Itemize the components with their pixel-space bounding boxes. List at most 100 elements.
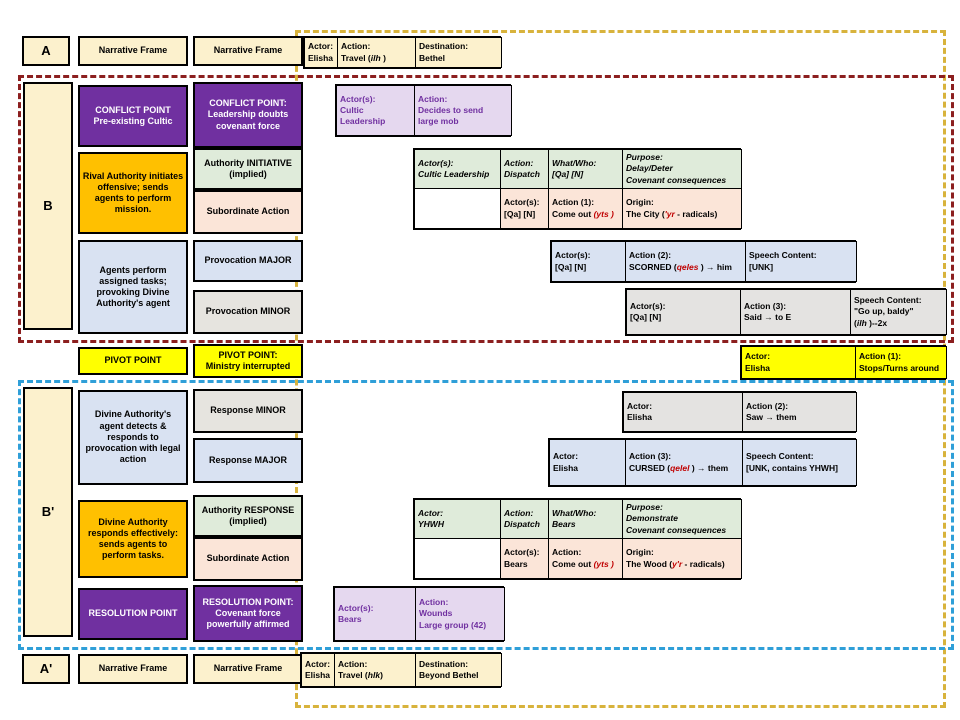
cell-value: [UNK, contains YHWH] <box>746 462 838 473</box>
cell-title: Actor: <box>745 351 771 362</box>
cell-value: [UNK] <box>749 261 774 272</box>
cell-value: Beyond Bethel <box>419 670 479 680</box>
narrative-frame-box: Narrative Frame <box>78 36 188 66</box>
cell-title: Action (3): <box>744 300 787 311</box>
cell-title: Actor(s): <box>630 300 666 311</box>
resolution-point-detail-box: RESOLUTION POINT: Covenant force powerfu… <box>193 585 303 642</box>
cell-title: Actor: <box>418 507 444 518</box>
narrative-frame-box: Narrative Frame <box>193 654 303 684</box>
cell-value: Travel (hlk) <box>338 670 383 680</box>
cell-value: Come out (yts ) <box>552 208 614 219</box>
table-cell: Action (2):Saw → them <box>743 392 857 432</box>
pivot-point-box: PIVOT POINT <box>78 347 188 375</box>
table-cell: Actor(s):Cultic Leadership <box>414 149 501 189</box>
cell-value: Covenant consequences <box>626 524 727 535</box>
conflict-point-box: CONFLICT POINT Pre-existing Cultic <box>78 85 188 147</box>
table-row: Actor(s):[Qa] [N]Action (1):Come out (yt… <box>414 189 742 229</box>
cell-title: Destination: <box>419 658 469 669</box>
provocation-major-box: Provocation MAJOR <box>193 240 303 282</box>
cell-value: Saw → them <box>746 412 797 422</box>
table-cell: Speech Content:[UNK, contains YHWH] <box>743 439 857 486</box>
authority-initiative-box: Authority INITIATIVE (implied) <box>193 148 303 190</box>
cell-value: Demonstrate <box>626 513 678 524</box>
table-cell: Action (2):SCORNED (qeles ) → him <box>626 241 746 282</box>
cell-title: Action: <box>419 597 449 608</box>
cell-value: Travel (ilh ) <box>341 52 386 63</box>
cell-value: large mob <box>418 116 459 127</box>
divine-authority-responds-box: Divine Authority responds effectively: s… <box>78 500 188 578</box>
table-cell: Actor:Elisha <box>304 37 338 68</box>
cell-value: [Qa] [N] <box>504 208 536 219</box>
cell-value: [Qa] [N] <box>630 312 662 322</box>
table-cell: Actor(s):[Qa] [N] <box>501 189 549 229</box>
cell-value: Dispatch <box>504 169 540 179</box>
subordinate-action-box: Subordinate Action <box>193 537 303 581</box>
cell-value: Bears <box>504 558 528 569</box>
response-major-box: Response MAJOR <box>193 438 303 483</box>
table-cell <box>414 539 501 579</box>
pivot-point-detail-box: PIVOT POINT: Ministry interrupted <box>193 344 303 378</box>
cell-title: Actor: <box>308 41 334 52</box>
cell-title: Action (1): <box>552 197 595 208</box>
section-label-b-prime: B' <box>23 387 73 637</box>
table-cell: Actor(s):Cultic Leadership <box>336 85 415 136</box>
response-minor-box: Response MINOR <box>193 389 303 433</box>
cell-value: The Wood (y'r - radicals) <box>626 558 725 569</box>
cell-title: Speech Content: <box>749 250 817 261</box>
divine-agent-detects-box: Divine Authority's agent detects & respo… <box>78 390 188 485</box>
cell-value: Elisha <box>308 52 334 63</box>
narrative-frame-box: Narrative Frame <box>78 654 188 684</box>
rival-authority-box: Rival Authority initiates offensive; sen… <box>78 152 188 234</box>
table-cell: Speech Content:[UNK] <box>746 241 857 282</box>
table-cell: Actor(s):Bears <box>501 539 549 579</box>
table-cell: Actor:Elisha <box>741 346 856 379</box>
table-cell: Action:Dispatch <box>501 499 549 539</box>
cell-value: Delay/Deter <box>626 163 673 174</box>
authority-response-box: Authority RESPONSE (implied) <box>193 495 303 537</box>
cell-value: Elisha <box>305 670 331 680</box>
cell-title: Action: <box>338 658 368 669</box>
table-cell: Actor:Elisha <box>549 439 626 486</box>
cell-value: [Qa] [N] <box>555 261 587 272</box>
cell-value: Elisha <box>553 462 579 473</box>
cell-value: Covenant consequences <box>626 174 727 185</box>
table-cell <box>414 189 501 229</box>
cell-title: Actor: <box>305 658 331 669</box>
cell-value: Wounds <box>419 608 453 619</box>
cell-value: Bears <box>338 614 362 624</box>
table-cell: Action:Come out (yts ) <box>549 539 623 579</box>
cell-value: Cultic Leadership <box>340 104 386 127</box>
section-label-b: B <box>23 82 73 330</box>
cell-title: What/Who: <box>552 507 597 518</box>
cell-title: Actor(s): <box>338 602 374 613</box>
cell-title: Actor(s): <box>418 157 454 168</box>
resolution-point-box: RESOLUTION POINT <box>78 588 188 640</box>
cell-value: [Qa] [N] <box>552 169 584 179</box>
section-label-a: A <box>22 36 70 66</box>
table-cell: Actor:Elisha <box>301 653 335 687</box>
cell-value: Elisha <box>745 362 771 373</box>
cell-title: Actor(s): <box>555 250 591 261</box>
cell-title: Speech Content: <box>854 295 922 306</box>
table-row: Actor(s):[Qa] [N] Action (2):SCORNED (qel… <box>551 241 857 282</box>
cell-value: Bethel <box>419 52 445 63</box>
table-cell: What/Who:[Qa] [N] <box>549 149 623 189</box>
